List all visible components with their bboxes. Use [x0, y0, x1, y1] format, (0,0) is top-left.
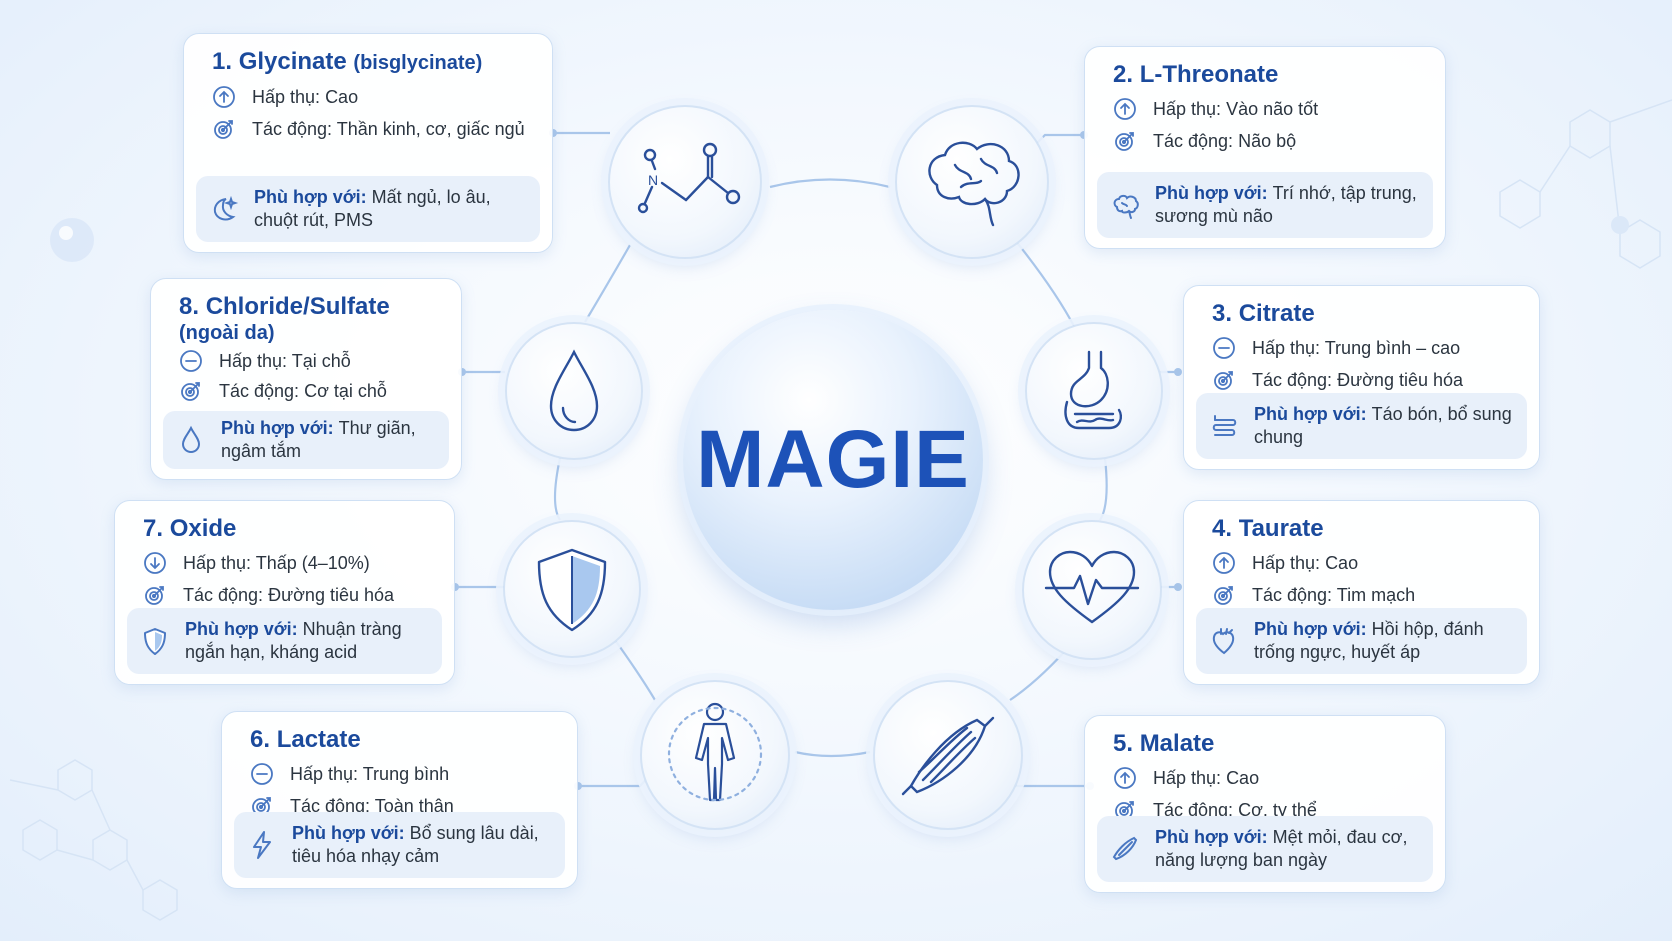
svg-text:N: N — [648, 172, 658, 188]
card-oxide: 7. Oxide Hấp thụ: Thấp (4–10%) Tác động:… — [114, 500, 455, 685]
arrow-up-circle-icon — [1212, 551, 1238, 575]
effect-row: Tác động: Thần kinh, cơ, giấc ngủ — [212, 117, 534, 141]
minus-circle-icon — [250, 762, 276, 786]
node-l-threonate — [895, 105, 1049, 259]
muscle-icon — [901, 716, 995, 796]
water-drop-icon — [549, 349, 599, 432]
fit-panel: Phù hợp với:Thư giãn, ngâm tắm — [163, 411, 449, 469]
effect-row: Tác động: Đường tiêu hóa — [1212, 368, 1521, 392]
card-title: 6. Lactate — [250, 726, 361, 753]
target-icon — [1113, 129, 1139, 153]
effect-row: Tác động: Cơ tại chỗ — [179, 379, 443, 403]
brain-icon — [1109, 189, 1141, 221]
fit-panel: Phù hợp với:Nhuận tràng ngắn hạn, kháng … — [127, 608, 442, 674]
arrow-down-circle-icon — [143, 551, 169, 575]
magie-center-bubble: MAGIE — [683, 310, 983, 610]
card-title: 8. Chloride/Sulfate — [179, 293, 390, 320]
target-icon — [1212, 368, 1238, 392]
human-body-icon — [667, 702, 763, 802]
card-glycinate: 1. Glycinate (bisglycinate) Hấp thụ: Cao… — [183, 33, 553, 253]
card-subtitle: (ngoài da) — [179, 322, 275, 344]
fit-panel: Phù hợp với:Hồi hộp, đánh trống ngực, hu… — [1196, 608, 1527, 674]
absorption-row: Hấp thụ: Trung bình — [250, 762, 559, 786]
target-icon — [212, 117, 238, 141]
card-title: 2. L-Threonate — [1113, 61, 1279, 88]
card-citrate: 3. Citrate Hấp thụ: Trung bình – cao Tác… — [1183, 285, 1540, 470]
card-lactate: 6. Lactate Hấp thụ: Trung bình Tác động:… — [221, 711, 578, 889]
center-title: MAGIE — [696, 414, 970, 505]
card-title: 5. Malate — [1113, 730, 1215, 757]
absorption-row: Hấp thụ: Tại chỗ — [179, 349, 443, 373]
fit-panel: Phù hợp với:Mệt mỏi, đau cơ, năng lượng … — [1097, 816, 1433, 882]
effect-row: Tác động: Não bộ — [1113, 129, 1427, 153]
effect-row: Tác động: Tim mạch — [1212, 583, 1521, 607]
target-icon — [1212, 583, 1238, 607]
glycine-molecule-icon: N — [637, 142, 741, 214]
arrow-up-circle-icon — [1113, 97, 1139, 121]
node-glycinate: N — [608, 105, 762, 259]
node-lactate — [640, 680, 790, 830]
absorption-row: Hấp thụ: Trung bình – cao — [1212, 336, 1521, 360]
node-oxide — [503, 520, 641, 658]
fit-panel: Phù hợp với:Táo bón, bổ sung chung — [1196, 393, 1527, 459]
heart-organ-icon — [1208, 625, 1240, 657]
fit-panel: Phù hợp với:Bổ sung lâu dài, tiêu hóa nh… — [234, 812, 565, 878]
arrow-up-circle-icon — [1113, 766, 1139, 790]
minus-circle-icon — [1212, 336, 1238, 360]
fit-panel: Phù hợp với:Trí nhớ, tập trung, sương mù… — [1097, 172, 1433, 238]
heartbeat-icon — [1044, 550, 1140, 624]
moon-icon — [208, 193, 240, 225]
card-malate: 5. Malate Hấp thụ: Cao Tác động: Cơ, ty … — [1084, 715, 1446, 893]
shield-icon — [139, 625, 171, 657]
effect-row: Tác động: Toàn thân — [250, 794, 559, 818]
absorption-row: Hấp thụ: Cao — [1212, 551, 1521, 575]
shield-icon — [537, 548, 607, 632]
water-drop-icon — [175, 424, 207, 456]
muscle-icon — [1109, 833, 1141, 865]
target-icon — [179, 379, 205, 403]
card-title: 3. Citrate — [1212, 300, 1315, 327]
target-icon — [143, 583, 169, 607]
node-chloride-sulfate — [505, 322, 643, 460]
card-title: 7. Oxide — [143, 515, 237, 542]
effect-row: Tác động: Cơ, ty thể — [1113, 798, 1427, 822]
brain-icon — [928, 141, 1020, 227]
effect-row: Tác động: Đường tiêu hóa — [143, 583, 436, 607]
node-malate — [873, 680, 1023, 830]
stomach-icon — [1064, 350, 1123, 430]
card-l-threonate: 2. L-Threonate Hấp thụ: Vào não tốt Tác … — [1084, 46, 1446, 249]
card-taurate: 4. Taurate Hấp thụ: Cao Tác động: Tim mạ… — [1183, 500, 1540, 685]
lightning-icon — [246, 829, 278, 861]
node-citrate — [1025, 322, 1163, 460]
absorption-row: Hấp thụ: Thấp (4–10%) — [143, 551, 436, 575]
arrow-up-circle-icon — [212, 85, 238, 109]
absorption-row: Hấp thụ: Cao — [1113, 766, 1427, 790]
absorption-row: Hấp thụ: Cao — [212, 85, 534, 109]
intestine-icon — [1208, 410, 1240, 442]
card-chloride-sulfate: 8. Chloride/Sulfate (ngoài da) Hấp thụ: … — [150, 278, 462, 480]
card-title: 1. Glycinate (bisglycinate) — [212, 48, 483, 75]
fit-panel: Phù hợp với:Mất ngủ, lo âu, chuột rút, P… — [196, 176, 540, 242]
absorption-row: Hấp thụ: Vào não tốt — [1113, 97, 1427, 121]
node-taurate — [1022, 520, 1162, 660]
card-title: 4. Taurate — [1212, 515, 1324, 542]
minus-circle-icon — [179, 349, 205, 373]
